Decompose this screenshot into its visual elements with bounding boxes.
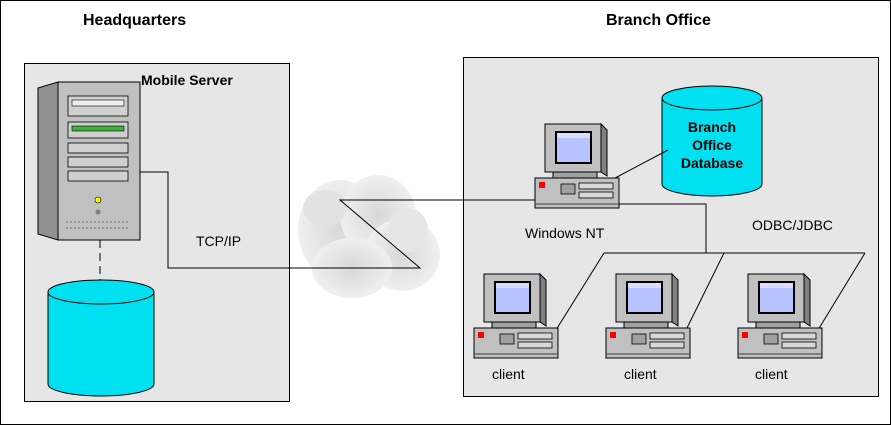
client-label-3: client xyxy=(755,366,788,382)
headquarters-title: Headquarters xyxy=(83,12,187,29)
headquarters-database xyxy=(47,279,155,397)
windows-nt-computer xyxy=(534,123,620,209)
mobile-server-tower xyxy=(37,81,141,241)
client-computer-1 xyxy=(473,273,559,359)
odbc-jdbc-label: ODBC/JDBC xyxy=(752,217,833,233)
client-label-2: client xyxy=(624,366,657,382)
mobile-server-label: Mobile Server xyxy=(141,72,233,88)
network-links xyxy=(140,149,866,331)
tcpip-label: TCP/IP xyxy=(196,233,242,249)
windows-nt-label: Windows NT xyxy=(525,225,605,241)
branch-database-label-line-2: Office xyxy=(692,137,732,153)
client-computer-2 xyxy=(605,273,691,359)
branch-office-database xyxy=(661,85,763,197)
client-label-1: client xyxy=(492,366,525,382)
branch-database-label-line-1: Branch xyxy=(687,119,737,135)
branch-database-label-line-3: Database xyxy=(680,155,744,171)
branch-office-title: Branch Office xyxy=(606,12,711,29)
client-computer-3 xyxy=(737,273,823,359)
